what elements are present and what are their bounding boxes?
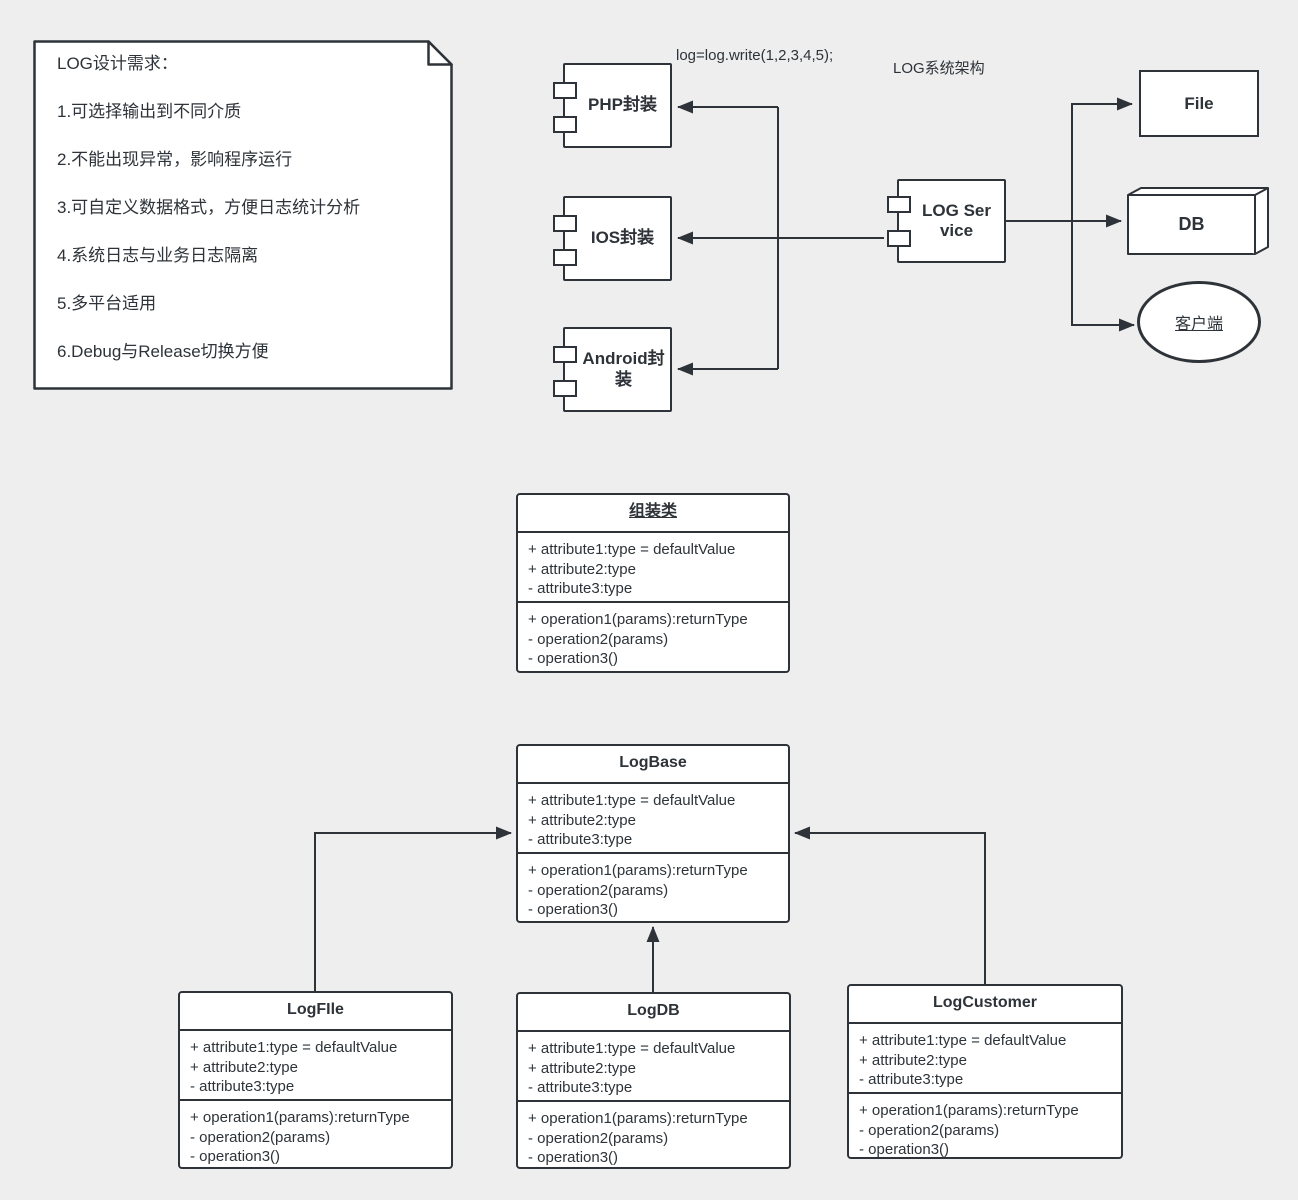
attribute-line: - attribute3:type bbox=[528, 580, 633, 597]
note-shape bbox=[33, 40, 453, 390]
operation-line: - operation2(params) bbox=[528, 1129, 669, 1147]
node-client-label: 客户端 bbox=[1174, 316, 1223, 333]
class-operations: + operation1(params):returnType - operat… bbox=[518, 601, 788, 671]
operation-line: - operation3() bbox=[528, 1149, 619, 1166]
operation-line: - operation2(params) bbox=[528, 881, 669, 899]
note-item: 2.不能出现异常，影响程序运行 bbox=[57, 150, 293, 169]
note-item: 1.可选择输出到不同介质 bbox=[57, 102, 242, 121]
node-file-label: File bbox=[1184, 93, 1214, 113]
class-title: LogBase bbox=[619, 754, 687, 771]
note-fold-icon bbox=[427, 40, 453, 66]
class-assembly: 组装类 + attribute1:type = defaultValue + a… bbox=[516, 493, 790, 673]
component-port bbox=[553, 215, 577, 232]
attribute-line: + attribute1:type = defaultValue bbox=[190, 1039, 398, 1056]
component-port bbox=[553, 380, 577, 397]
connector-service-to-client bbox=[1071, 221, 1135, 332]
operation-line: - operation3() bbox=[528, 650, 619, 667]
class-title: LogDB bbox=[627, 1002, 680, 1019]
note-item: 5.多平台适用 bbox=[57, 294, 157, 313]
attribute-line: - attribute3:type bbox=[528, 831, 633, 848]
class-title: LogCustomer bbox=[933, 994, 1037, 1011]
attribute-line: + attribute2:type bbox=[528, 1059, 636, 1077]
connector-logcustomer-to-logbase bbox=[794, 826, 986, 984]
class-title: LogFIle bbox=[287, 1001, 344, 1018]
note-item: 3.可自定义数据格式，方便日志统计分析 bbox=[57, 198, 361, 217]
attribute-line: + attribute2:type bbox=[528, 811, 636, 829]
connector-logfile-to-logbase bbox=[314, 826, 512, 991]
component-ios: IOS封装 bbox=[553, 196, 672, 281]
component-php-label: PHP封装 bbox=[588, 95, 657, 115]
attribute-line: - attribute3:type bbox=[859, 1071, 964, 1088]
component-port bbox=[887, 230, 911, 247]
class-operations: + operation1(params):returnType - operat… bbox=[518, 1100, 789, 1168]
class-title: 组装类 bbox=[628, 503, 677, 520]
component-port bbox=[553, 82, 577, 99]
architecture-title: LOG系统架构 bbox=[893, 60, 985, 77]
operation-line: + operation1(params):returnType bbox=[528, 1110, 748, 1127]
component-port bbox=[553, 346, 577, 363]
node-file: File bbox=[1139, 70, 1259, 137]
attribute-line: + attribute1:type = defaultValue bbox=[528, 541, 736, 558]
attribute-line: - attribute3:type bbox=[528, 1079, 633, 1096]
component-port bbox=[553, 116, 577, 133]
attribute-line: + attribute2:type bbox=[528, 560, 636, 578]
note-item: 6.Debug与Release切换方便 bbox=[57, 342, 269, 361]
note-title: LOG设计需求： bbox=[57, 54, 178, 73]
component-port bbox=[553, 249, 577, 266]
node-db: DB bbox=[1127, 187, 1269, 255]
operation-line: - operation2(params) bbox=[859, 1121, 1000, 1139]
component-ios-label: IOS封装 bbox=[590, 228, 655, 248]
class-attributes: + attribute1:type = defaultValue + attri… bbox=[518, 531, 788, 601]
operation-line: - operation3() bbox=[528, 901, 619, 918]
operation-line: + operation1(params):returnType bbox=[190, 1109, 410, 1126]
node-client: 客户端 bbox=[1137, 281, 1261, 363]
class-attributes: + attribute1:type = defaultValue + attri… bbox=[180, 1029, 451, 1099]
note-item: 4.系统日志与业务日志隔离 bbox=[57, 246, 259, 265]
component-log-service: LOG Service bbox=[887, 179, 1006, 263]
node-db-label: DB bbox=[1178, 214, 1205, 234]
operation-line: - operation2(params) bbox=[528, 630, 669, 648]
db-cube-shape bbox=[1127, 187, 1269, 255]
requirements-note: LOG设计需求： 1.可选择输出到不同介质 2.不能出现异常，影响程序运行 3.… bbox=[33, 40, 453, 390]
component-android: Android封装 bbox=[553, 327, 672, 412]
class-operations: + operation1(params):returnType - operat… bbox=[849, 1092, 1121, 1160]
operation-line: - operation2(params) bbox=[190, 1128, 331, 1146]
note-text: LOG设计需求： 1.可选择输出到不同介质 2.不能出现异常，影响程序运行 3.… bbox=[57, 40, 439, 376]
attribute-line: + attribute2:type bbox=[190, 1058, 298, 1076]
connector-service-to-file bbox=[1071, 97, 1133, 221]
class-attributes: + attribute1:type = defaultValue + attri… bbox=[849, 1022, 1121, 1092]
attribute-line: + attribute1:type = defaultValue bbox=[859, 1032, 1067, 1049]
attribute-line: + attribute1:type = defaultValue bbox=[528, 1040, 736, 1057]
component-android-label: Android封装 bbox=[582, 349, 665, 389]
class-logbase: LogBase + attribute1:type = defaultValue… bbox=[516, 744, 790, 923]
class-logcustomer: LogCustomer + attribute1:type = defaultV… bbox=[847, 984, 1123, 1159]
operation-line: + operation1(params):returnType bbox=[528, 862, 748, 879]
class-attributes: + attribute1:type = defaultValue + attri… bbox=[518, 1030, 789, 1100]
class-attributes: + attribute1:type = defaultValue + attri… bbox=[518, 782, 788, 852]
component-php: PHP封装 bbox=[553, 63, 672, 148]
class-logdb: LogDB + attribute1:type = defaultValue +… bbox=[516, 992, 791, 1169]
class-operations: + operation1(params):returnType - operat… bbox=[180, 1099, 451, 1167]
operation-line: + operation1(params):returnType bbox=[528, 611, 748, 628]
class-operations: + operation1(params):returnType - operat… bbox=[518, 852, 788, 921]
operation-line: - operation3() bbox=[859, 1141, 950, 1158]
operation-line: - operation3() bbox=[190, 1148, 281, 1165]
component-log-service-label: LOG Service bbox=[922, 200, 991, 240]
attribute-line: - attribute3:type bbox=[190, 1078, 295, 1095]
code-annotation: log=log.write(1,2,3,4,5); bbox=[676, 47, 834, 64]
component-port bbox=[887, 196, 911, 213]
operation-line: + operation1(params):returnType bbox=[859, 1102, 1079, 1119]
attribute-line: + attribute1:type = defaultValue bbox=[528, 792, 736, 809]
attribute-line: + attribute2:type bbox=[859, 1051, 967, 1069]
class-logfile: LogFIle + attribute1:type = defaultValue… bbox=[178, 991, 453, 1169]
